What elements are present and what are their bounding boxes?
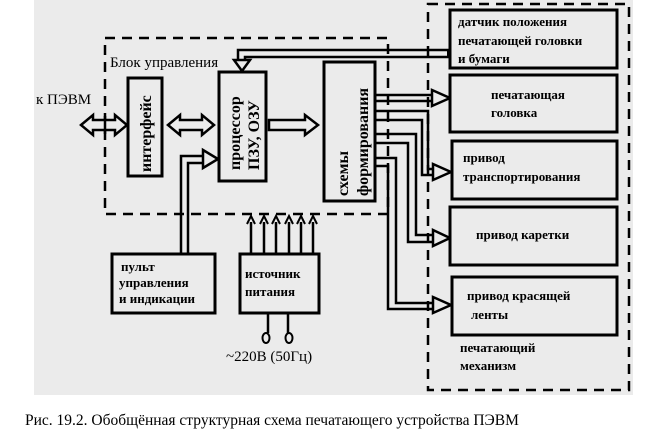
processor-label-line1: процессор (227, 96, 244, 170)
printing-mechanism-title-line2: механизм (460, 358, 516, 373)
power-arrowhead (284, 213, 294, 225)
power-supply-lines (246, 213, 318, 254)
power-label-line2: питания (245, 284, 295, 299)
sensor-label-line1: датчик положения (458, 14, 567, 29)
printing-mechanism-title-line1: печатающий (460, 340, 536, 355)
ribbon-label-line2: ленты (471, 307, 508, 322)
processor-formation-arrow (267, 112, 321, 138)
interface-processor-arrow (166, 112, 216, 138)
printing-mechanism-boundary (426, 2, 631, 392)
sensor-label-line2: печатающей головки (458, 33, 583, 48)
control-panel-box (110, 252, 217, 315)
interface-label: интерфейс (138, 95, 155, 172)
power-label-line1: источник (245, 266, 301, 281)
ribbon-label-line1: привод красящей (467, 288, 571, 303)
formation-label-line1: схемы (335, 151, 352, 196)
power-arrowhead (308, 213, 318, 225)
transport-label-line1: привод (463, 150, 505, 165)
processor-label-line2: ПЗУ, ОЗУ (246, 100, 263, 170)
transport-drive-box (450, 139, 619, 201)
carriage-label: привод каретки (476, 227, 570, 242)
control-block-title: Блок управления (110, 55, 218, 71)
sensor-feedback-bus (231, 48, 451, 74)
sensor-box (448, 8, 619, 70)
power-arrowhead (259, 213, 269, 225)
control-block-boundary (103, 36, 390, 216)
print-head-box (448, 73, 619, 134)
sensor-label-line3: и бумаги (458, 51, 510, 66)
panel-label-line2: управления (119, 275, 189, 290)
formation-label-line2: формирования (355, 88, 372, 196)
power-arrowhead (296, 213, 306, 225)
panel-label-line1: пульт (121, 259, 155, 274)
power-supply-box (238, 252, 321, 315)
print-head-label-line1: печатающая (491, 87, 565, 102)
figure-caption: Рис. 19.2. Обобщённая структурная схема … (25, 412, 519, 429)
mains-label: ~220В (50Гц) (226, 349, 312, 365)
panel-label-line3: и индикации (119, 291, 196, 306)
power-arrowhead (246, 213, 256, 225)
ribbon-drive-box (450, 275, 619, 337)
carriage-drive-box (448, 205, 619, 267)
panel-processor-bus (179, 147, 221, 254)
interface-box (126, 76, 164, 178)
mains-terminals (261, 313, 294, 344)
transport-label-line2: транспортирования (463, 169, 580, 184)
formation-schemes-box (322, 60, 377, 203)
formation-output-wires (375, 88, 455, 315)
processor-box (217, 70, 268, 183)
pc-label: к ПЭВМ (36, 92, 91, 108)
power-arrowhead (271, 213, 281, 225)
print-head-label-line2: головка (491, 105, 538, 120)
